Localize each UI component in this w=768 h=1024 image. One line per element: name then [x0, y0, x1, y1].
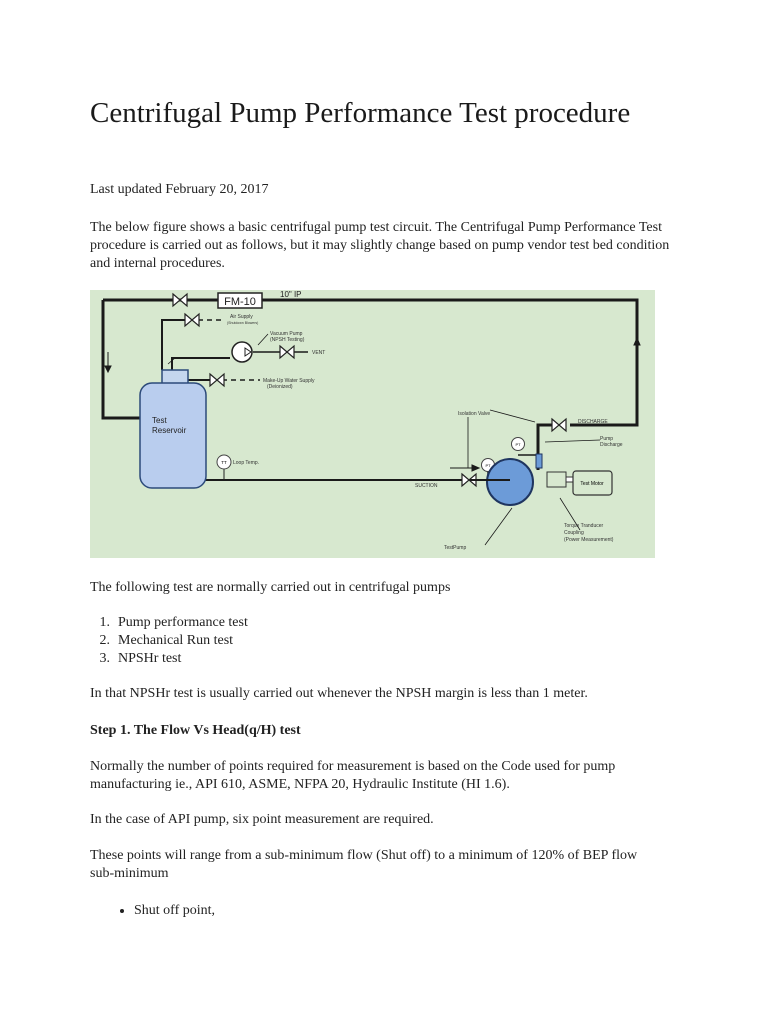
list-number: 3.	[99, 651, 111, 666]
pt-label: PT	[485, 463, 491, 468]
test-pump-label: TestPump	[444, 545, 466, 551]
vacuum-pump-icon	[231, 341, 253, 363]
page-title: Centrifugal Pump Performance Test proced…	[90, 97, 631, 129]
torque-label: Torque Tranducer	[564, 523, 604, 529]
intro-paragraph: The below figure shows a basic centrifug…	[90, 220, 670, 271]
step1-heading: Step 1. The Flow Vs Head(q/H) test	[90, 723, 301, 738]
list-item: 3. NPSHr test	[90, 650, 680, 668]
step1-paragraph-3: These points will range from a sub-minim…	[90, 848, 638, 881]
list-number: 2.	[99, 633, 111, 648]
pump-discharge-label: Pump	[600, 436, 613, 442]
discharge-label: DISCHARGE	[578, 419, 608, 425]
tests-list: 1. Pump performance test 2. Mechanical Run…	[90, 614, 680, 668]
list-item: 1. Pump performance test	[90, 614, 680, 632]
air-supply-sub-label: (Shutdown Blowers)	[227, 321, 258, 325]
isolation-valve-label: Isolation Valve	[458, 411, 490, 417]
pt-label: PT	[515, 442, 521, 447]
test-motor-label: Test Motor	[580, 481, 604, 487]
makeup-label: Make-Up Water Supply	[263, 378, 315, 384]
torque-label: Coupling	[564, 530, 584, 536]
step1-paragraph-2: In the case of API pump, six point measu…	[90, 812, 434, 827]
test-motor	[572, 470, 613, 496]
last-updated: Last updated February 20, 2017	[90, 182, 269, 197]
reservoir-label: Reservoir	[152, 426, 187, 435]
torque-label: (Power Measurement)	[564, 537, 614, 543]
loop-temp-label: Loop Temp.	[233, 460, 259, 466]
step1-paragraph-1: Normally the number of points required f…	[90, 759, 616, 792]
list-label: Mechanical Run test	[118, 633, 234, 648]
following-text: The following test are normally carried …	[90, 580, 451, 595]
npshr-note: In that NPSHr test is usually carried ou…	[90, 686, 588, 701]
reservoir-label: Test	[152, 416, 167, 425]
pump-test-circuit-diagram: FM-10 10" IP Test Reservoir Air Supply (…	[90, 290, 655, 558]
vacuum-pump-sub-label: (NPSH Testing)	[270, 337, 305, 343]
list-label: NPSHr test	[118, 651, 182, 666]
tt-label: TT	[221, 460, 227, 465]
vacuum-pump-label: Vacuum Pump	[270, 331, 303, 337]
list-item: 2. Mechanical Run test	[90, 632, 680, 650]
pipe-size-label: 10" IP	[280, 290, 302, 299]
list-item: Shut off point,	[134, 902, 708, 920]
pump-discharge-label: Discharge	[600, 442, 623, 448]
test-reservoir	[139, 382, 207, 489]
suction-label: SUCTION	[415, 483, 438, 489]
points-list: Shut off point,	[118, 902, 708, 920]
test-pump	[486, 458, 534, 506]
list-label: Pump performance test	[118, 615, 248, 630]
air-supply-label: Air Supply	[230, 314, 253, 320]
flowmeter-label: FM-10	[224, 296, 256, 308]
vent-label: VENT	[312, 350, 325, 356]
makeup-sub-label: (Deionized)	[267, 384, 293, 390]
list-number: 1.	[99, 615, 111, 630]
